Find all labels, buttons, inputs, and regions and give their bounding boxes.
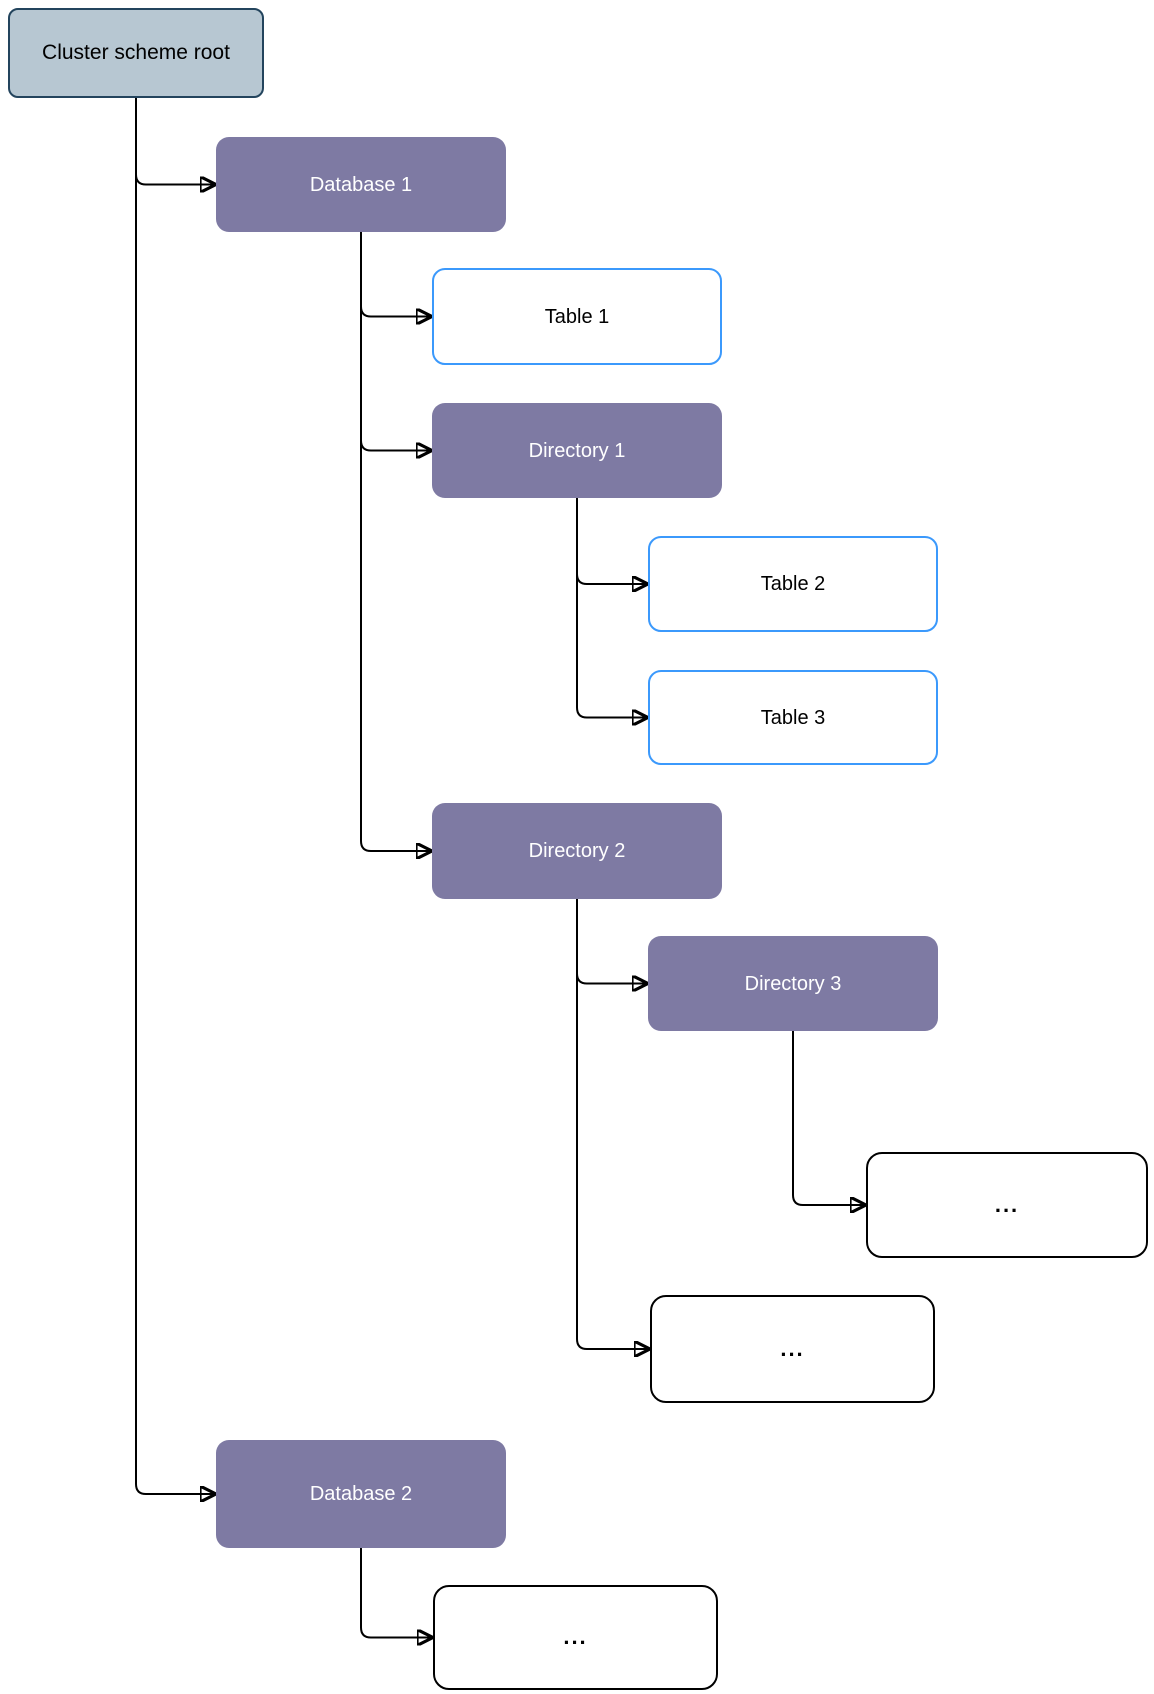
node-database-1: Database 1 xyxy=(216,137,506,232)
node-ellipsis-under-directory-3: ... xyxy=(866,1152,1148,1258)
connector-database1-to-table1 xyxy=(360,232,432,317)
connector-database2-to-ellipsis3 xyxy=(360,1548,433,1638)
node-label: Cluster scheme root xyxy=(42,41,230,65)
connector-directory2-to-ellipsis2 xyxy=(576,899,650,1349)
node-label: Database 1 xyxy=(309,173,413,196)
node-directory-3: Directory 3 xyxy=(648,936,938,1031)
node-directory-2: Directory 2 xyxy=(432,803,722,899)
connector-directory1-to-table3 xyxy=(576,498,648,718)
connector-root-to-database2 xyxy=(135,98,216,1494)
node-label: Directory 1 xyxy=(528,439,626,462)
node-label: Table 1 xyxy=(544,305,610,328)
node-label: ... xyxy=(563,1624,588,1650)
node-ellipsis-under-directory-2: ... xyxy=(650,1295,935,1403)
connector-database1-to-directory1 xyxy=(360,232,432,451)
node-cluster-scheme-root: Cluster scheme root xyxy=(8,8,264,98)
connector-directory2-to-directory3 xyxy=(576,899,648,984)
node-label: Database 2 xyxy=(309,1483,413,1505)
node-table-3: Table 3 xyxy=(648,670,938,765)
node-table-2: Table 2 xyxy=(648,536,938,632)
node-database-2: Database 2 xyxy=(216,1440,506,1548)
node-label: Table 3 xyxy=(760,706,826,729)
connector-root-to-database1 xyxy=(135,98,216,185)
connector-database1-to-directory2 xyxy=(360,232,432,851)
node-directory-1: Directory 1 xyxy=(432,403,722,498)
node-table-1: Table 1 xyxy=(432,268,722,365)
connector-directory3-to-ellipsis1 xyxy=(792,1031,866,1205)
node-label: Table 2 xyxy=(760,573,826,595)
node-label: ... xyxy=(994,1191,1020,1217)
connector-directory1-to-table2 xyxy=(576,498,648,584)
node-label: Directory 2 xyxy=(528,840,626,862)
node-label: ... xyxy=(780,1335,805,1361)
node-label: Directory 3 xyxy=(744,972,842,995)
node-ellipsis-under-database-2: ... xyxy=(433,1585,718,1690)
